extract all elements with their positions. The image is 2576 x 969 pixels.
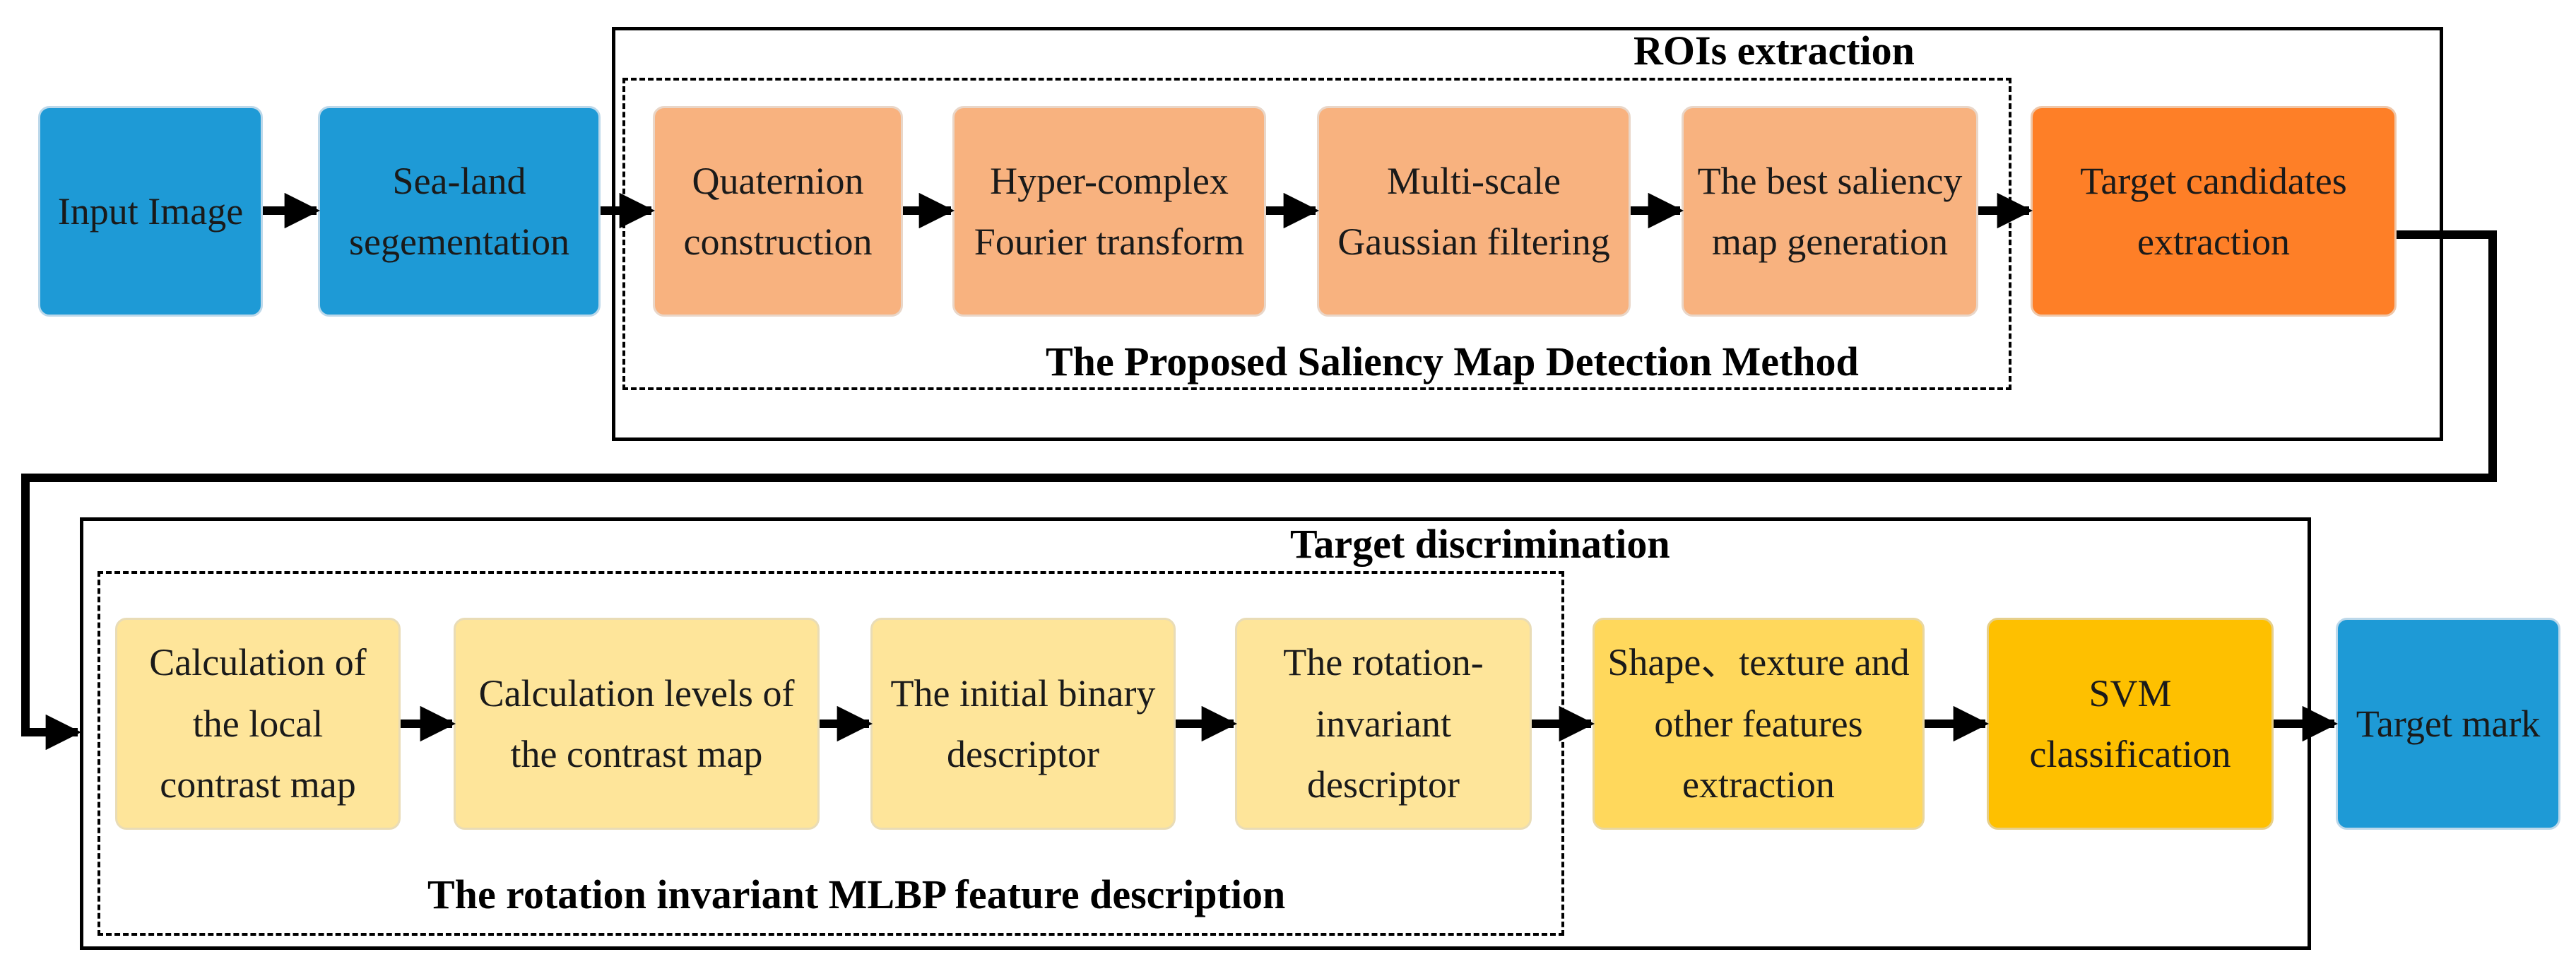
saliency-method-frame (622, 78, 2011, 390)
saliency-method-title: The Proposed Saliency Map Detection Meth… (1046, 339, 1859, 384)
arrow-candidates-to-local-contrast (21, 230, 2497, 751)
target-discrimination-title: Target discrimination (1290, 521, 1670, 567)
roi-extraction-title: ROIs extraction (1633, 28, 1915, 74)
mlbp-feature-title: The rotation invariant MLBP feature desc… (427, 871, 1286, 917)
target-mark-box: Target mark (2336, 618, 2560, 830)
input-image-box: Input Image (38, 106, 263, 317)
mlbp-feature-frame (98, 571, 1564, 936)
